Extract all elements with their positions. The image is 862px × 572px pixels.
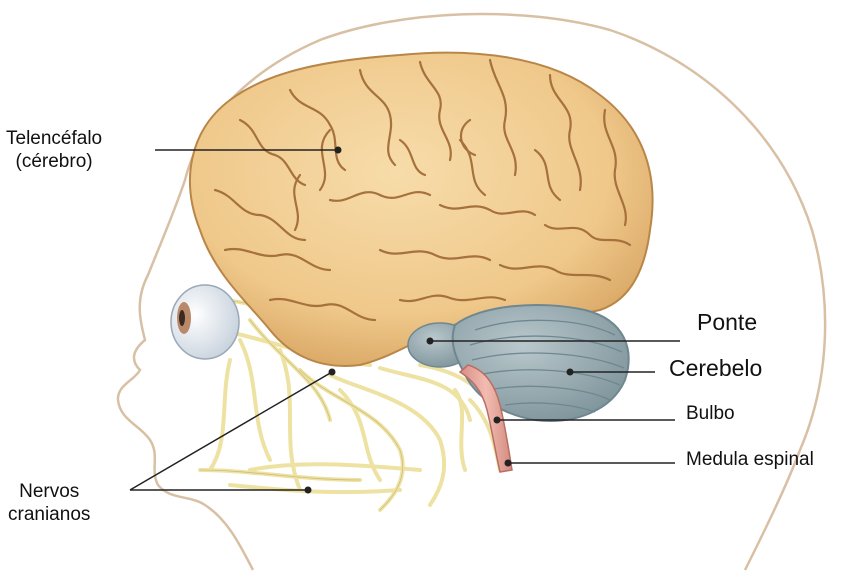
label-telencefalo-line2: (cérebro) bbox=[6, 151, 102, 174]
label-nervos-line2: cranianos bbox=[8, 504, 90, 527]
eye bbox=[171, 285, 239, 359]
label-medula-espinal: Medula espinal bbox=[686, 449, 814, 472]
label-telencefalo-line1: Telencéfalo bbox=[6, 128, 102, 151]
label-nervos-cranianos: Nervos cranianos bbox=[8, 481, 90, 527]
cerebellum bbox=[453, 305, 629, 421]
label-bulbo: Bulbo bbox=[686, 403, 735, 426]
label-ponte: Ponte bbox=[697, 309, 757, 337]
label-cerebelo: Cerebelo bbox=[669, 355, 762, 383]
label-telencefalo: Telencéfalo (cérebro) bbox=[6, 128, 102, 174]
label-nervos-line1: Nervos bbox=[8, 481, 90, 504]
